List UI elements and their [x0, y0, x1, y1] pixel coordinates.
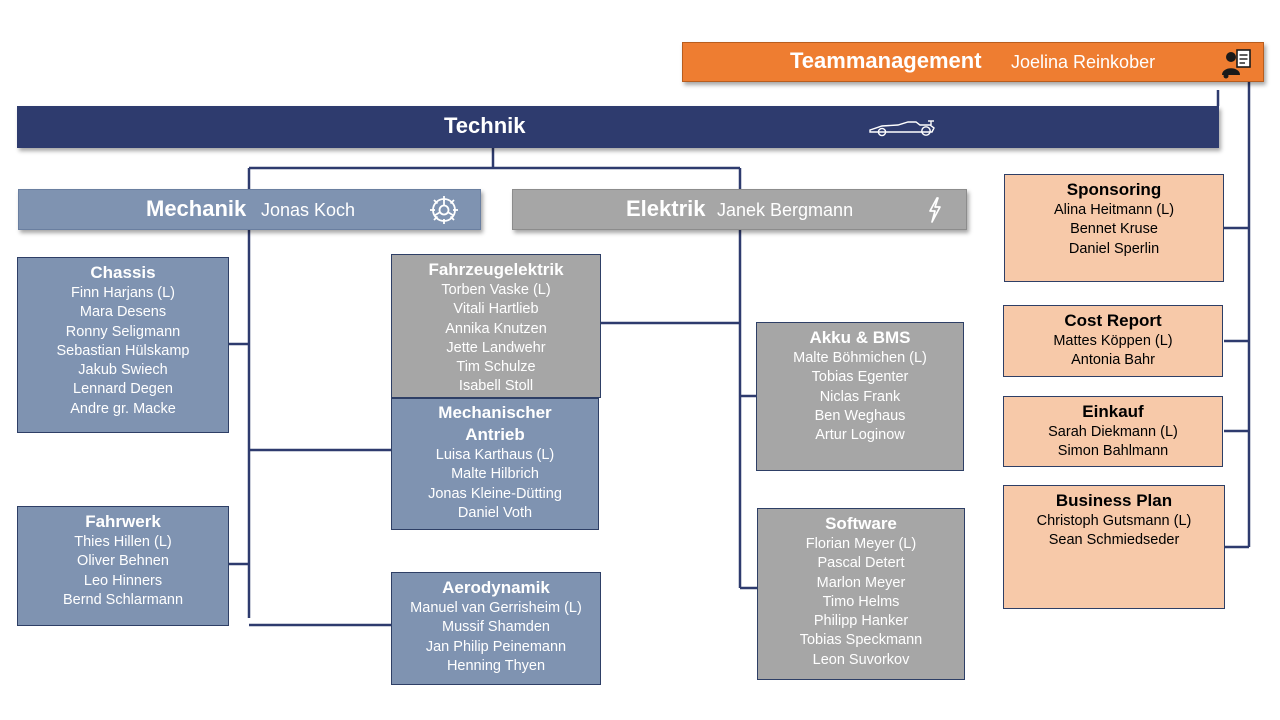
lightning-icon [927, 196, 943, 229]
member: Mussif Shamden [442, 619, 550, 636]
member: Leon Suvorkov [812, 651, 910, 668]
member: Mattes Köppen (L) [1053, 333, 1173, 349]
member: Sebastian Hülskamp [56, 342, 190, 359]
member: Alina Heitmann (L) [1053, 202, 1175, 218]
member: Oliver Behnen [77, 553, 169, 570]
member: Malte Böhmichen (L) [793, 350, 927, 366]
group-mechanischer-antrieb: Mechanischer Antrieb Luisa Karthaus (L) … [391, 398, 599, 530]
team-management-icon [1219, 46, 1253, 85]
member: Andre gr. Macke [70, 400, 176, 417]
group-chassis: Chassis Finn Harjans (L) Mara Desens Ron… [17, 257, 229, 433]
group-title-line2: Antrieb [465, 425, 525, 444]
member: Mara Desens [79, 304, 167, 321]
teammanagement-title: Teammanagement [790, 48, 982, 73]
member: Tobias Speckmann [799, 632, 923, 649]
member: Christoph Gutsmann (L) [1036, 513, 1192, 529]
gear-icon [427, 193, 461, 232]
member: Pascal Detert [817, 555, 905, 572]
race-car-icon [868, 117, 936, 142]
member: Jonas Kleine-Dütting [428, 485, 562, 502]
member: Artur Loginow [815, 427, 905, 444]
member: Lennard Degen [73, 381, 173, 398]
mechanik-bar: Mechanik Jonas Koch [18, 189, 481, 230]
group-title: Cost Report [1064, 311, 1162, 330]
member: Antonia Bahr [1071, 352, 1155, 369]
group-aerodynamik: Aerodynamik Manuel van Gerrisheim (L) Mu… [391, 572, 601, 685]
member: Ronny Seligmann [65, 323, 181, 340]
elektrik-bar: Elektrik Janek Bergmann [512, 189, 967, 230]
group-business-plan: Business Plan Christoph Gutsmann (L) Sea… [1003, 485, 1225, 609]
member: Timo Helms [822, 593, 900, 610]
member: Bernd Schlarmann [62, 591, 184, 608]
group-title: Business Plan [1055, 491, 1173, 510]
member: Marlon Meyer [816, 574, 906, 591]
member: Ben Weghaus [814, 407, 906, 424]
member: Luisa Karthaus (L) [435, 447, 555, 463]
group-fahrzeugelektrik: Fahrzeugelektrik Torben Vaske (L) Vitali… [391, 254, 601, 398]
member: Thies Hillen (L) [74, 534, 172, 550]
member: Daniel Sperlin [1068, 240, 1160, 257]
member: Niclas Frank [819, 388, 901, 405]
group-sponsoring: Sponsoring Alina Heitmann (L) Bennet Kru… [1004, 174, 1224, 282]
member: Henning Thyen [446, 657, 546, 674]
member: Malte Hilbrich [451, 466, 539, 483]
group-cost-report: Cost Report Mattes Köppen (L) Antonia Ba… [1003, 305, 1223, 377]
group-title: Fahrwerk [85, 512, 161, 531]
mechanik-title: Mechanik [146, 196, 247, 221]
member: Daniel Voth [457, 504, 533, 521]
member: Vitali Hartlieb [453, 301, 539, 318]
member: Sarah Diekmann (L) [1048, 424, 1178, 440]
member: Sean Schmiedseder [1048, 532, 1180, 549]
teammanagement-bar: Teammanagement Joelina Reinkober [682, 42, 1264, 82]
group-title: Fahrzeugelektrik [428, 260, 564, 279]
member: Tim Schulze [456, 359, 536, 376]
group-title: Akku & BMS [809, 328, 911, 347]
group-title: Chassis [90, 263, 156, 282]
group-software: Software Florian Meyer (L) Pascal Detert… [757, 508, 965, 680]
member: Torben Vaske (L) [441, 282, 551, 298]
member: Finn Harjans (L) [71, 285, 175, 301]
member: Tobias Egenter [811, 369, 909, 386]
technik-bar: Technik [17, 106, 1219, 148]
group-einkauf: Einkauf Sarah Diekmann (L) Simon Bahlman… [1003, 396, 1223, 467]
group-fahrwerk: Fahrwerk Thies Hillen (L) Oliver Behnen … [17, 506, 229, 626]
technik-title: Technik [444, 113, 526, 138]
group-akku-bms: Akku & BMS Malte Böhmichen (L) Tobias Eg… [756, 322, 964, 471]
group-title: Aerodynamik [442, 578, 550, 597]
elektrik-lead: Janek Bergmann [717, 200, 854, 220]
member: Manuel van Gerrisheim (L) [410, 600, 582, 616]
member: Annika Knutzen [445, 320, 547, 337]
member: Isabell Stoll [458, 378, 534, 395]
group-title: Sponsoring [1066, 180, 1162, 199]
group-title: Software [825, 514, 897, 533]
group-title: Einkauf [1082, 402, 1144, 421]
member: Leo Hinners [83, 572, 163, 589]
elektrik-title: Elektrik [626, 196, 706, 221]
member: Philipp Hanker [813, 613, 909, 630]
member: Jakub Swiech [78, 362, 168, 379]
member: Jan Philip Peinemann [425, 638, 567, 655]
member: Florian Meyer (L) [805, 536, 917, 552]
group-title-line1: Mechanischer [438, 403, 552, 422]
member: Jette Landwehr [446, 339, 546, 356]
mechanik-lead: Jonas Koch [261, 200, 356, 220]
teammanagement-lead: Joelina Reinkober [1011, 52, 1156, 72]
member: Bennet Kruse [1070, 221, 1158, 238]
member: Simon Bahlmann [1057, 443, 1169, 460]
